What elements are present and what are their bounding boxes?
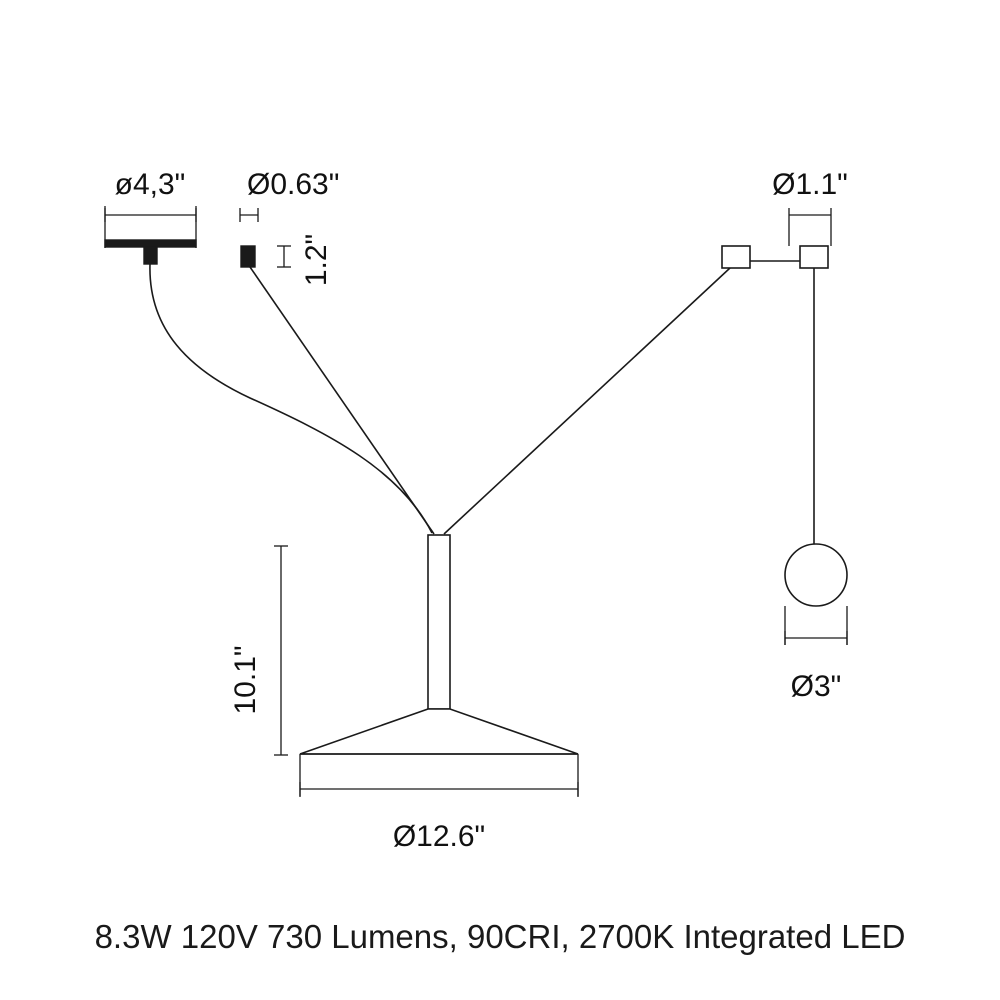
label-connector-height: 1.2" xyxy=(300,234,333,286)
label-connector-diameter: Ø0.63" xyxy=(247,168,339,201)
label-drop-height: 10.1" xyxy=(229,645,262,714)
counterweight-group xyxy=(443,208,848,645)
connector-group xyxy=(239,208,435,535)
canopy-group xyxy=(104,206,433,534)
counterweight-sphere xyxy=(784,543,848,607)
shade-cone xyxy=(299,708,579,755)
shade-group xyxy=(274,534,579,797)
connector-block xyxy=(240,245,256,268)
rail-mount-left xyxy=(721,245,751,269)
canopy-plate xyxy=(104,239,197,248)
canopy-stem xyxy=(143,246,158,265)
suspension-cable-right xyxy=(443,267,731,535)
spec-line: 8.3W 120V 730 Lumens, 90CRI, 2700K Integ… xyxy=(95,918,906,955)
power-cable xyxy=(149,263,433,534)
label-sphere-diameter: Ø3" xyxy=(791,670,842,703)
label-canopy-diameter: ø4,3" xyxy=(115,168,186,201)
shade-stem xyxy=(427,534,451,710)
suspension-cable-left xyxy=(249,266,435,535)
rail-mount-right xyxy=(799,245,829,269)
label-shade-diameter: Ø12.6" xyxy=(393,820,485,853)
label-mount-diameter: Ø1.1" xyxy=(772,168,848,201)
